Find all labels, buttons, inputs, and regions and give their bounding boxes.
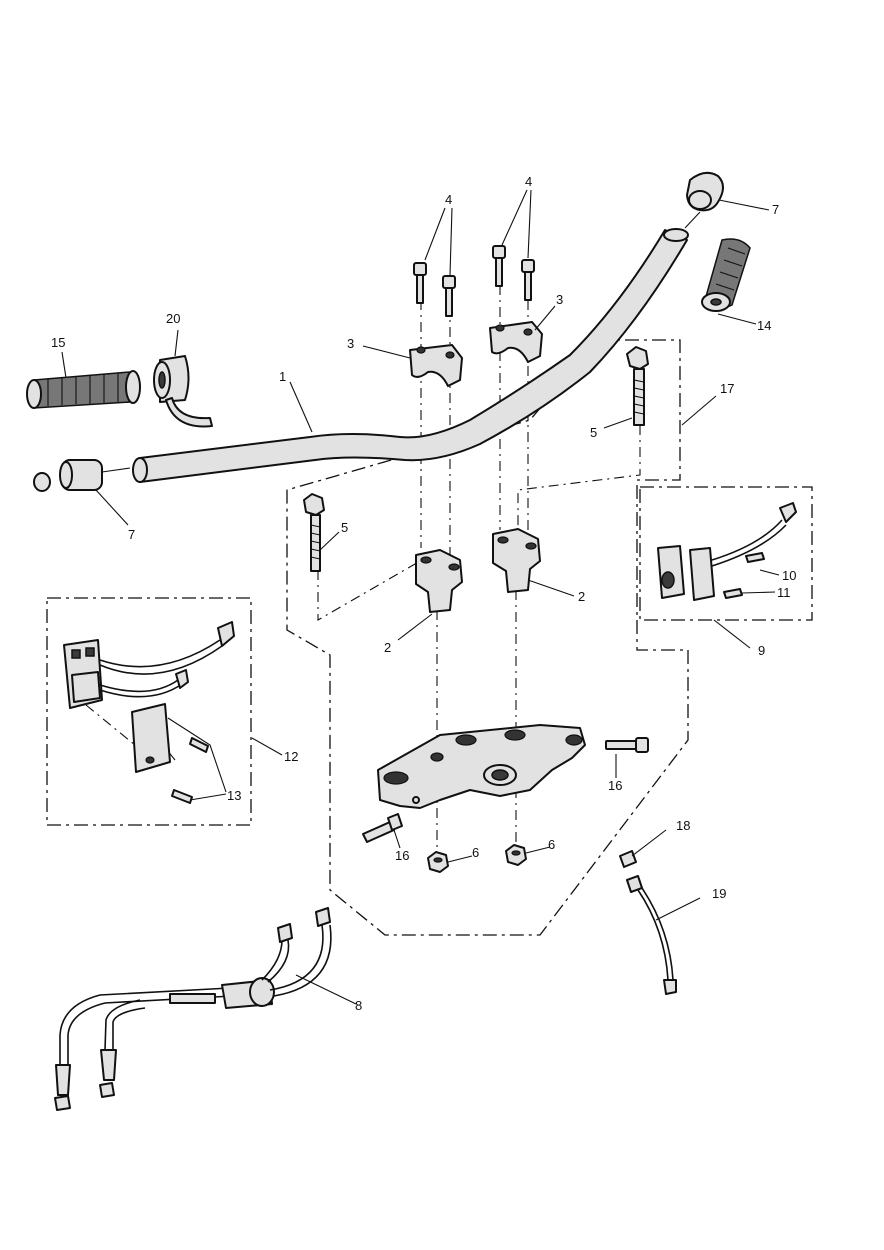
pinch-bolt-right	[605, 737, 649, 753]
riser-bolt-left	[303, 493, 325, 572]
callout-18: 18	[676, 818, 690, 833]
yoke-nuts	[427, 844, 527, 873]
callout-7b: 7	[128, 527, 135, 542]
callout-4a: 4	[445, 192, 452, 207]
throttle-twist-grip	[153, 355, 213, 428]
callout-1: 1	[279, 369, 286, 384]
callout-4b: 4	[525, 174, 532, 189]
switch-9-parts	[657, 502, 797, 601]
callout-5b: 5	[590, 425, 597, 440]
callout-6a: 6	[472, 845, 479, 860]
callout-14: 14	[757, 318, 771, 333]
callout-6b: 6	[548, 837, 555, 852]
callout-13: 13	[227, 788, 241, 803]
callout-10: 10	[782, 568, 796, 583]
handlebar	[132, 228, 689, 483]
callout-7a: 7	[772, 202, 779, 217]
callout-16a: 16	[608, 778, 622, 793]
left-grip	[26, 370, 141, 409]
throttle-cables	[54, 907, 332, 1111]
riser-bolt-right	[626, 346, 649, 426]
switch-box-12	[46, 597, 252, 826]
callout-3b: 3	[556, 292, 563, 307]
callout-20: 20	[166, 311, 180, 326]
callout-15: 15	[51, 335, 65, 350]
top-yoke	[377, 724, 586, 809]
riser-left	[415, 549, 463, 613]
callout-9: 9	[758, 643, 765, 658]
callout-5a: 5	[341, 520, 348, 535]
callout-17: 17	[720, 381, 734, 396]
callout-2b: 2	[578, 589, 585, 604]
alignment-lines	[85, 285, 641, 860]
riser-right	[492, 528, 541, 593]
callout-3a: 3	[347, 336, 354, 351]
callout-labels: 1 2 2 3 3 4 4 5 5 6 6 7 7 8 9 10 11 12 1…	[51, 174, 796, 1013]
callout-19: 19	[712, 886, 726, 901]
pinch-bolt-left	[362, 813, 403, 843]
adjuster-18	[619, 850, 637, 868]
upper-clamp-right	[489, 321, 543, 363]
group-17-boundary	[286, 339, 689, 936]
switch-box-9	[639, 486, 813, 621]
callout-11: 11	[777, 585, 791, 600]
switch-12-parts	[63, 621, 235, 804]
callout-2a: 2	[384, 640, 391, 655]
callout-16b: 16	[395, 848, 409, 863]
bar-end-weight-left	[33, 459, 131, 492]
leader-lines	[61, 189, 780, 1005]
upper-clamp-left	[409, 344, 463, 387]
callout-12: 12	[284, 749, 298, 764]
callout-8: 8	[355, 998, 362, 1013]
right-grip	[701, 238, 751, 312]
cable-19	[626, 875, 677, 995]
bar-end-weight-right	[684, 171, 724, 229]
clamp-bolts	[413, 245, 535, 317]
